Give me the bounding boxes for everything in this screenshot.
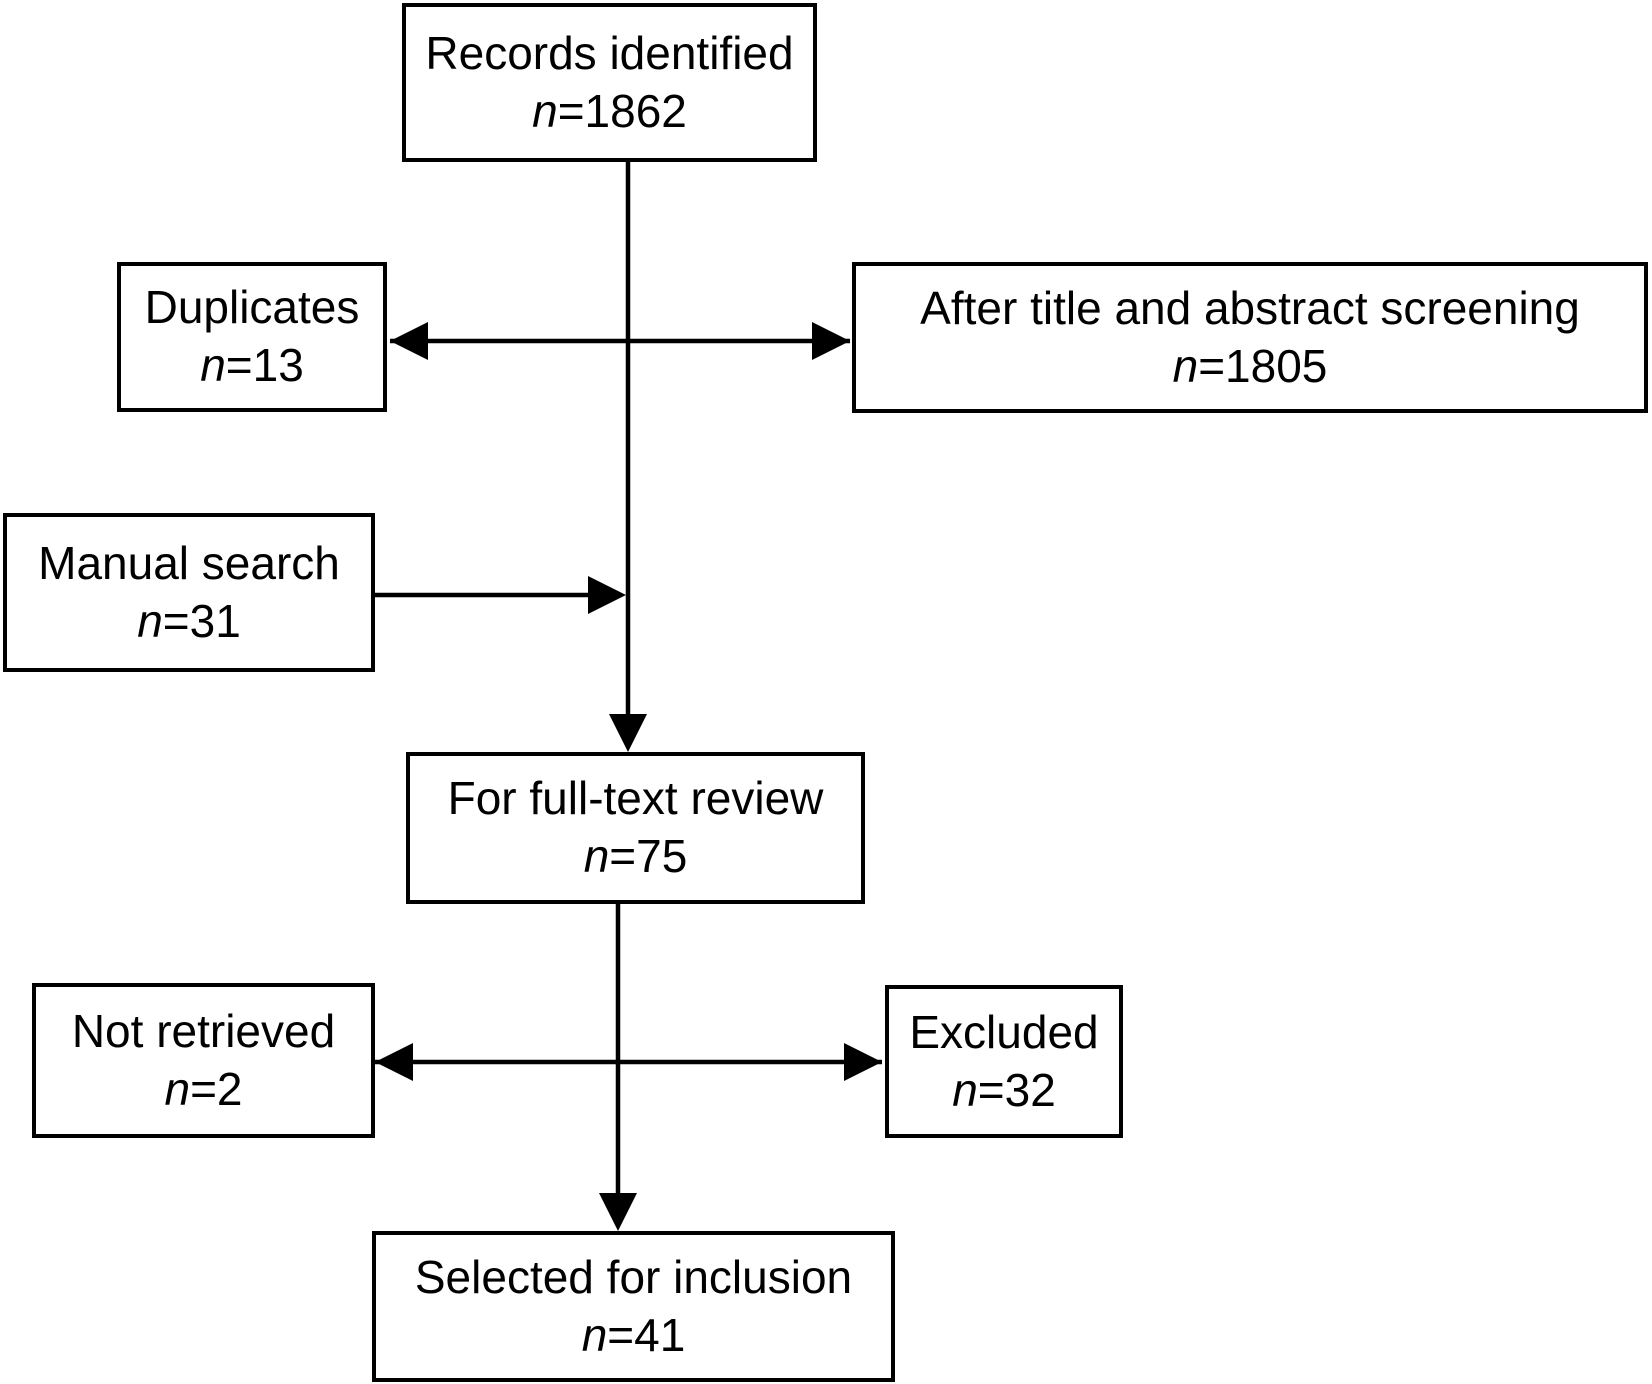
n-value: =1805 — [1198, 339, 1328, 392]
n-value: =32 — [977, 1063, 1056, 1116]
box-label: Manual search — [38, 536, 340, 589]
n-value: =41 — [607, 1308, 686, 1361]
box-count: n=1862 — [532, 83, 687, 141]
n-value: =75 — [609, 830, 688, 882]
box-label: Excluded — [909, 1005, 1099, 1058]
box-label: Not retrieved — [71, 1004, 336, 1057]
box-duplicates: Duplicates n=13 — [117, 262, 387, 412]
n-symbol: n — [1172, 339, 1199, 392]
n-symbol: n — [200, 339, 226, 391]
box-label: For full-text review — [447, 772, 824, 825]
box-label: Duplicates — [144, 281, 360, 334]
box-not-retrieved: Not retrieved n=2 — [32, 983, 375, 1138]
arrowhead-down-selected-icon — [599, 1193, 637, 1231]
arrowhead-right-screening-icon — [812, 322, 850, 360]
box-excluded: Excluded n=32 — [885, 985, 1123, 1138]
box-count: n=75 — [584, 828, 688, 886]
box-count: n=1805 — [1173, 338, 1328, 396]
n-symbol: n — [137, 594, 163, 647]
box-fulltext-review: For full-text review n=75 — [406, 752, 865, 904]
box-count: n=32 — [952, 1062, 1056, 1120]
arrowhead-left-duplicates-icon — [390, 322, 428, 360]
box-after-title-abstract-screening: After title and abstract screening n=180… — [852, 262, 1648, 413]
arrowhead-down-fulltext-icon — [609, 714, 647, 752]
box-label: After title and abstract screening — [920, 281, 1580, 334]
box-count: n=31 — [137, 593, 241, 651]
n-symbol: n — [581, 1308, 608, 1361]
box-label: Records identified — [425, 26, 794, 79]
box-count: n=13 — [200, 337, 304, 395]
n-symbol: n — [952, 1063, 978, 1116]
box-records-identified: Records identified n=1862 — [402, 3, 817, 162]
n-value: =1862 — [557, 84, 687, 137]
box-label: Selected for inclusion — [414, 1250, 853, 1303]
arrowhead-left-notretrieved-icon — [375, 1043, 413, 1081]
arrowhead-right-manual-icon — [588, 576, 626, 614]
n-symbol: n — [532, 84, 558, 137]
n-symbol: n — [164, 1062, 191, 1115]
n-value: =13 — [225, 339, 304, 391]
box-selected-for-inclusion: Selected for inclusion n=41 — [372, 1231, 895, 1382]
n-value: =31 — [162, 594, 241, 647]
box-count: n=41 — [582, 1307, 686, 1365]
n-value: =2 — [190, 1062, 243, 1115]
arrowhead-right-excluded-icon — [844, 1043, 882, 1081]
box-manual-search: Manual search n=31 — [3, 513, 375, 672]
n-symbol: n — [583, 830, 610, 882]
box-count: n=2 — [164, 1061, 242, 1119]
